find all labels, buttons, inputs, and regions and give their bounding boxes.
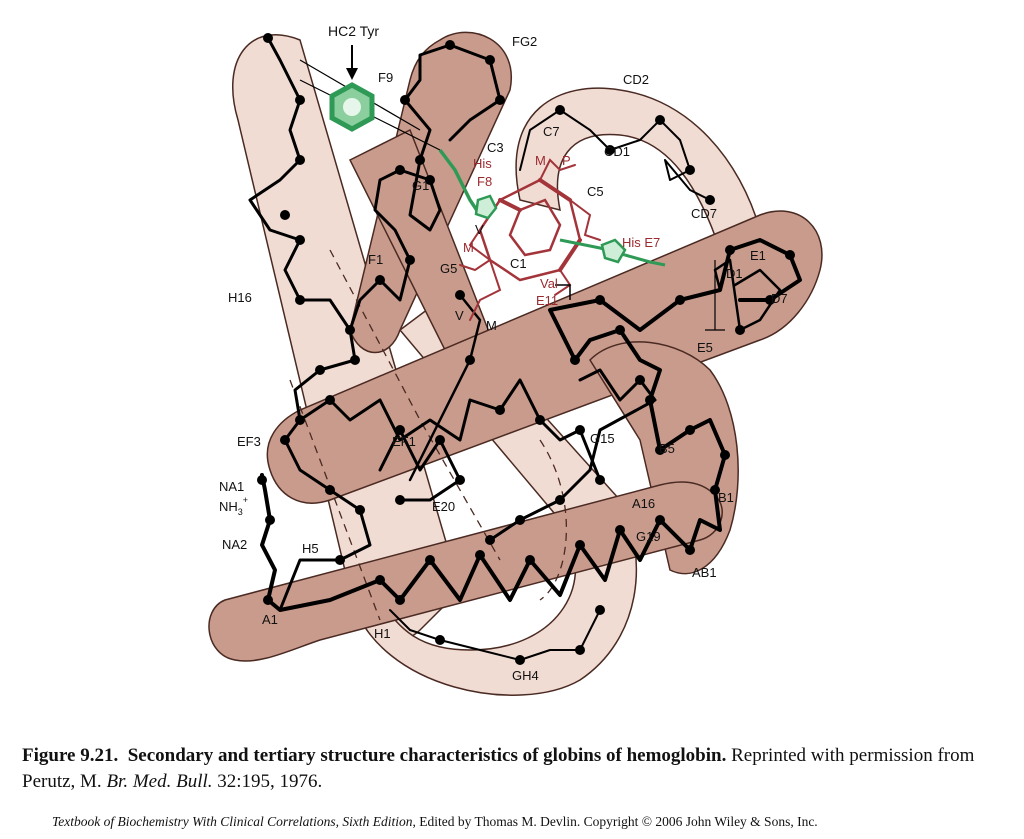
label-his-f8-his: His [473,156,492,171]
label-d7: D7 [771,291,788,306]
globin-fold-diagram: HC2 Tyr FG2 F9 CD2 C7 C3 His F8 M P CD1 … [0,0,1024,730]
book-credit: Textbook of Biochemistry With Clinical C… [52,814,1012,830]
tyrosine-ring [332,85,372,129]
label-e11: E11 [536,293,558,308]
label-ab1: AB1 [692,565,717,580]
label-b1: B1 [718,490,734,505]
label-his-f8-f8: F8 [477,174,492,189]
label-ef1: EF1 [392,434,416,449]
label-his-e7: His E7 [622,235,660,250]
hc2-arrow [346,45,358,80]
label-f9: F9 [378,70,393,85]
label-v-bottom: V [455,308,464,323]
label-h5: H5 [302,541,319,556]
label-c7: C7 [543,124,560,139]
caption-journal: Br. Med. Bull. [106,771,212,792]
label-c5: C5 [587,184,604,199]
credit-book-title: Textbook of Biochemistry With Clinical C… [52,814,412,829]
label-h16: H16 [228,290,252,305]
label-hc2-tyr: HC2 Tyr [328,23,379,39]
label-gh4: GH4 [512,668,539,683]
globin-figure: HC2 Tyr FG2 F9 CD2 C7 C3 His F8 M P CD1 … [0,0,1024,730]
label-ef3: EF3 [237,434,261,449]
label-v-left: V [475,222,484,237]
label-m-left: M [463,240,474,255]
label-g1: G1 [412,178,429,193]
label-d1: D1 [726,266,743,281]
label-cd1: CD1 [604,144,630,159]
label-c1: C1 [510,256,527,271]
label-a16: A16 [632,496,655,511]
caption-title: Secondary and tertiary structure charact… [128,745,727,766]
label-h1: H1 [374,626,391,641]
label-nh3: NH3+ [219,495,248,517]
label-c3: C3 [487,140,504,155]
label-g5: G5 [440,261,457,276]
label-g19: G19 [636,529,661,544]
label-a1: A1 [262,612,278,627]
label-na1: NA1 [219,479,244,494]
label-m-bottom: M [486,318,497,333]
label-f1: F1 [368,252,383,267]
label-p: P [562,153,571,168]
label-e20: E20 [432,499,455,514]
label-cd2: CD2 [623,72,649,87]
caption-citation: 32:195, 1976. [217,771,322,792]
credit-rest: , Edited by Thomas M. Devlin. Copyright … [412,814,817,829]
label-m-top: M [535,153,546,168]
label-e1: E1 [750,248,766,263]
label-cd7: CD7 [691,206,717,221]
caption-figure-number: Figure 9.21. [22,745,118,766]
label-b5: B5 [659,441,675,456]
label-g15: G15 [590,431,615,446]
label-na2: NA2 [222,537,247,552]
label-val: Val [540,276,558,291]
label-e5: E5 [697,340,713,355]
helix-cd [516,88,760,250]
figure-caption: Figure 9.21. Secondary and tertiary stru… [22,743,1012,795]
label-fg2: FG2 [512,34,537,49]
